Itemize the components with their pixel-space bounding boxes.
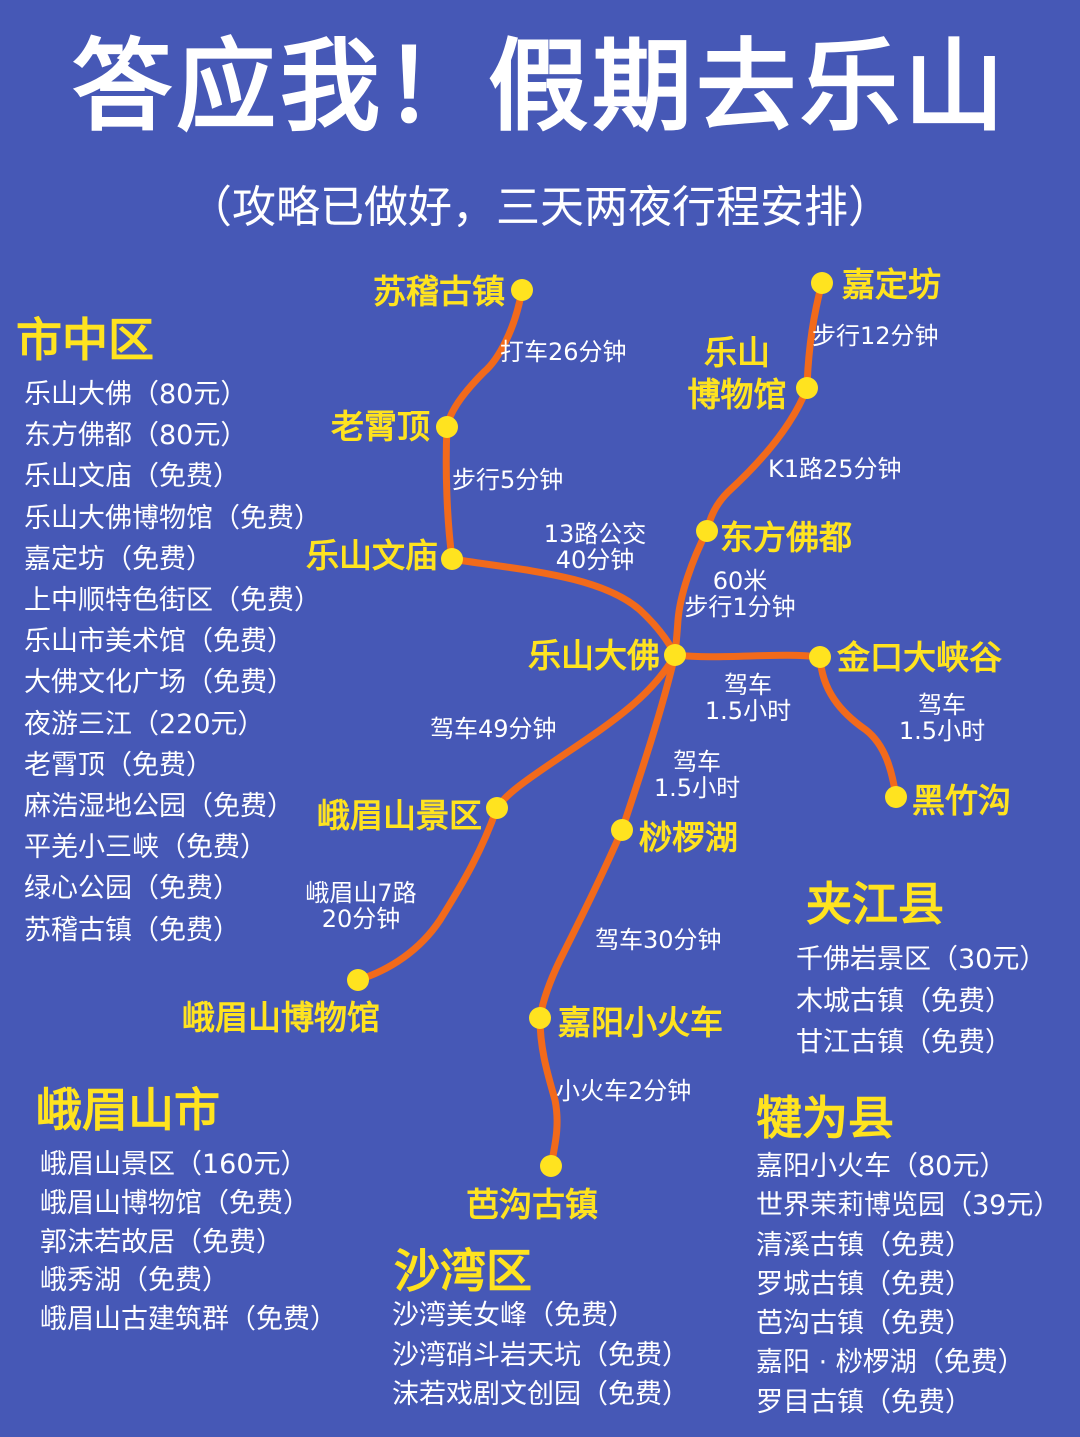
node-dot-susiji xyxy=(511,279,533,301)
route-suoluohu-train xyxy=(536,826,626,1022)
list-item: 大佛文化广场（免费） xyxy=(24,667,294,699)
district-list-jiajiang: 千佛岩景区（30元） 木城古镇（免费） 甘江古镇（免费） xyxy=(796,939,1046,1064)
district-list-emei: 峨眉山景区（160元） 峨眉山博物馆（免费） 郭沫若故居（免费） 峨秀湖（免费）… xyxy=(40,1146,337,1340)
list-item: 千佛岩景区（30元） xyxy=(796,944,1047,975)
node-dot-suoluohu xyxy=(611,819,633,841)
node-dot-jinkou xyxy=(809,646,831,668)
list-item: 上中顺特色街区（免费） xyxy=(24,585,321,617)
district-title-qianwei: 犍为县 xyxy=(756,1091,894,1145)
node-label-jiadingfang: 嘉定坊 xyxy=(842,265,941,304)
list-item: 绿心公园（免费） xyxy=(24,873,240,905)
node-dot-dongfang xyxy=(696,520,718,542)
node-dot-laoxiaoding xyxy=(436,416,458,438)
edge-label-wenmiao-dafo: 13路公交 40分钟 xyxy=(543,520,647,574)
poster-title: 答应我！假期去乐山 xyxy=(72,28,1008,145)
list-item: 清溪古镇（免费） xyxy=(756,1229,972,1261)
node-label-emeishan: 峨眉山景区 xyxy=(317,796,482,835)
edge-label-museum-dongfang: K1路25分钟 xyxy=(768,455,902,483)
route-laoxiaoding-wenmiao xyxy=(442,423,456,563)
district-list-qianwei: 嘉阳小火车（80元） 世界茉莉博览园（39元） 清溪古镇（免费） 罗城古镇（免费… xyxy=(756,1147,1060,1422)
list-item: 郭沫若故居（免费） xyxy=(40,1226,283,1258)
edge-label-suoluohu-train: 驾车30分钟 xyxy=(595,926,722,954)
node-label-wenmiao: 乐山文庙 xyxy=(306,536,438,575)
list-item: 罗城古镇（免费） xyxy=(756,1268,972,1300)
list-item: 老霄顶（免费） xyxy=(24,749,213,781)
list-item: 沙湾美女峰（免费） xyxy=(392,1300,635,1331)
node-label-dongfang: 东方佛都 xyxy=(720,518,852,557)
node-dot-museum xyxy=(796,377,818,399)
list-item: 峨眉山博物馆（免费） xyxy=(40,1187,310,1219)
node-label-jiayang-train: 嘉阳小火车 xyxy=(558,1003,723,1042)
node-label-susiji: 苏稽古镇 xyxy=(373,272,505,311)
list-item: 乐山大佛（80元） xyxy=(24,379,248,410)
node-dot-dafo xyxy=(664,644,686,666)
node-dot-heizhugou xyxy=(885,786,907,808)
node-dot-emei-museum xyxy=(347,969,369,991)
route-jinkou-heizhugou xyxy=(816,653,900,801)
route-dafo-suoluohu xyxy=(618,651,679,834)
route-wenmiao-dafo xyxy=(448,555,679,659)
list-item: 嘉阳 · 桫椤湖（免费） xyxy=(756,1347,1025,1379)
list-item: 平羌小三峡（免费） xyxy=(24,832,267,864)
list-item: 乐山市美术馆（免费） xyxy=(24,626,294,658)
list-item: 罗目古镇（免费） xyxy=(756,1386,972,1418)
node-dot-wenmiao xyxy=(441,548,463,570)
list-item: 沫若戏剧文创园（免费） xyxy=(392,1379,689,1410)
edge-label-train-bagou: 小火车2分钟 xyxy=(556,1077,692,1105)
node-label-suoluohu: 桫椤湖 xyxy=(639,818,738,857)
district-list-shawan: 沙湾美女峰（免费） 沙湾硝斗岩天坑（免费） 沫若戏剧文创园（免费） xyxy=(392,1296,689,1415)
list-item: 麻浩湿地公园（免费） xyxy=(24,791,294,823)
edge-label-jinkou-heizhugou: 驾车 1.5小时 xyxy=(898,691,986,745)
list-item: 嘉阳小火车（80元） xyxy=(756,1151,1007,1182)
district-title-jiajiang: 夹江县 xyxy=(806,877,944,931)
node-label-bagou: 芭沟古镇 xyxy=(466,1185,598,1224)
list-item: 乐山大佛博物馆（免费） xyxy=(24,502,321,534)
poster-subtitle: （攻略已做好，三天两夜行程安排） xyxy=(188,182,892,233)
node-label-museum: 乐山 博物馆 xyxy=(687,333,787,414)
route-susiji-laoxiaoding xyxy=(443,286,526,431)
list-item: 世界茉莉博览园（39元） xyxy=(756,1190,1061,1222)
route-museum-dongfang xyxy=(703,384,811,535)
node-label-heizhugou: 黑竹沟 xyxy=(912,781,1011,820)
route-emeishan-museum xyxy=(354,804,501,984)
node-label-laoxiaoding: 老霄顶 xyxy=(331,407,430,446)
list-item: 嘉定坊（免费） xyxy=(24,543,213,575)
edge-label-dafo-emeishan: 驾车49分钟 xyxy=(430,715,557,743)
edge-label-dafo-suoluohu: 驾车 1.5小时 xyxy=(653,748,741,802)
node-label-emei-museum: 峨眉山博物馆 xyxy=(182,998,380,1037)
list-item: 夜游三江（220元） xyxy=(24,708,265,740)
node-dot-emeishan xyxy=(486,797,508,819)
route-train-bagou xyxy=(536,1014,561,1170)
edge-label-dongfang-dafo: 60米 步行1分钟 xyxy=(684,567,796,621)
list-item: 峨秀湖（免费） xyxy=(40,1265,229,1297)
list-item: 甘江古镇（免费） xyxy=(796,1027,1012,1058)
edge-label-jiadingfang-museum: 步行12分钟 xyxy=(812,322,939,350)
edge-label-emeishan-museum: 峨眉山7路 20分钟 xyxy=(305,879,417,933)
route-dafo-emeishan xyxy=(493,651,679,812)
list-item: 峨眉山景区（160元） xyxy=(40,1149,308,1180)
list-item: 东方佛都（80元） xyxy=(24,420,248,452)
route-dafo-jinkou xyxy=(671,651,824,661)
district-title-shawan: 沙湾区 xyxy=(394,1244,532,1298)
edge-label-dafo-jinkou: 驾车 1.5小时 xyxy=(704,671,792,725)
node-dot-jiadingfang xyxy=(811,272,833,294)
district-title-emei: 峨眉山市 xyxy=(36,1083,220,1137)
edge-label-laoxiaoding-wenmiao: 步行5分钟 xyxy=(452,466,564,494)
node-dot-jiayang-train xyxy=(529,1007,551,1029)
list-item: 峨眉山古建筑群（免费） xyxy=(40,1304,337,1336)
list-item: 乐山文庙（免费） xyxy=(24,461,240,493)
list-item: 木城古镇（免费） xyxy=(796,985,1012,1017)
node-dot-bagou xyxy=(540,1155,562,1177)
edge-label-susiji-laoxiaoding: 打车26分钟 xyxy=(500,338,627,366)
list-item: 苏稽古镇（免费） xyxy=(24,914,240,946)
list-item: 芭沟古镇（免费） xyxy=(756,1308,972,1340)
district-list-shizhong: 乐山大佛（80元） 东方佛都（80元） 乐山文庙（免费） 乐山大佛博物馆（免费）… xyxy=(24,374,321,951)
list-item: 沙湾硝斗岩天坑（免费） xyxy=(392,1339,689,1371)
district-title-shizhong: 市中区 xyxy=(16,313,154,367)
node-label-dafo: 乐山大佛 xyxy=(528,636,660,675)
node-label-jinkou: 金口大峡谷 xyxy=(837,638,1002,677)
